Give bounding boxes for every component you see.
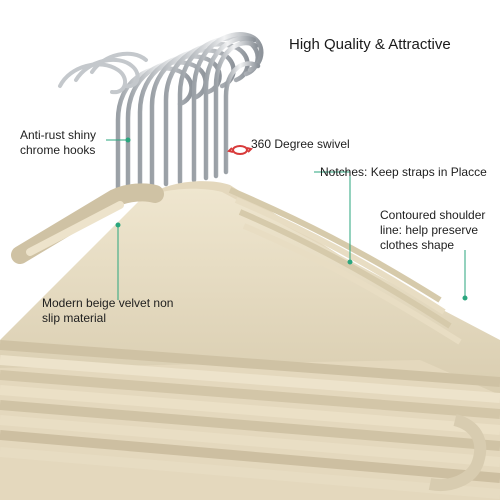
callout-material-line-2: slip material — [42, 311, 107, 325]
callout-leaders — [106, 137, 468, 301]
chrome-hook-tips — [58, 51, 148, 95]
rotation-arrows-icon — [227, 145, 253, 155]
callout-swivel: 360 Degree swivel — [251, 137, 350, 151]
page-title: High Quality & Attractive — [289, 36, 451, 53]
callout-shoulder: Contoured shoulder line: help preserve c… — [380, 208, 485, 253]
velvet-hanger-bodies — [0, 181, 500, 500]
callout-material-line-1: Modern beige velvet non — [42, 296, 174, 310]
callout-hooks-line-2: chrome hooks — [20, 143, 96, 157]
callout-hooks-line-1: Anti-rust shiny — [20, 128, 97, 142]
callout-shoulder-line-1: Contoured shoulder — [380, 208, 486, 222]
callout-material: Modern beige velvet non slip material — [42, 296, 173, 326]
callout-hooks: Anti-rust shiny chrome hooks — [20, 128, 96, 158]
callout-shoulder-line-2: line: help preserve — [380, 223, 479, 237]
callout-notches: Notches: Keep straps in Placce — [320, 165, 487, 179]
callout-shoulder-line-3: clothes shape — [380, 238, 455, 252]
chrome-hooks — [115, 32, 264, 193]
